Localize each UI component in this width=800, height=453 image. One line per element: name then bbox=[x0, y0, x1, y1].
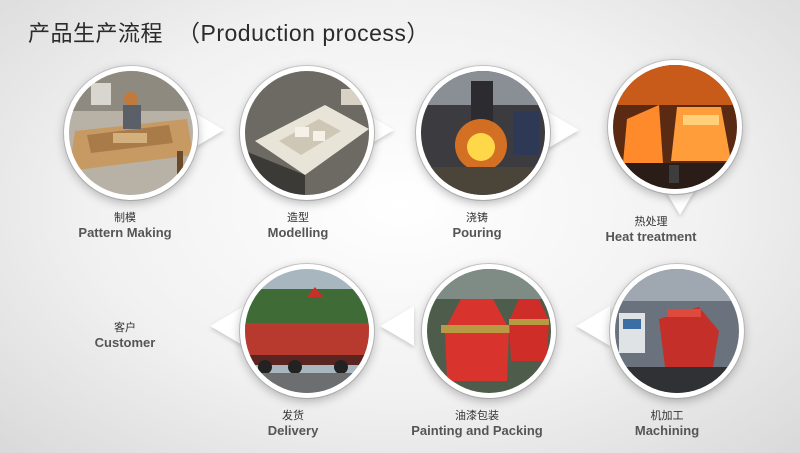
arrow-left-icon bbox=[576, 306, 610, 346]
step-pattern-making-image bbox=[64, 66, 198, 200]
step-delivery-image bbox=[240, 264, 374, 398]
machining-photo bbox=[615, 269, 739, 393]
delivery-photo bbox=[245, 269, 369, 393]
step-delivery-label: 发货 Delivery bbox=[267, 409, 319, 438]
step-heat-treatment-image bbox=[608, 60, 742, 194]
step-machining-label: 机加工 Machining bbox=[634, 409, 700, 438]
step-customer-label: 客户 Customer bbox=[94, 321, 156, 350]
pouring-photo bbox=[421, 71, 545, 195]
step-pouring-image bbox=[416, 66, 550, 200]
painting-packing-photo bbox=[427, 269, 551, 393]
title-en: （Production process） bbox=[177, 20, 430, 46]
modelling-photo bbox=[245, 71, 369, 195]
pattern-making-photo bbox=[69, 71, 193, 195]
step-painting-packing-image bbox=[422, 264, 556, 398]
arrow-right-icon bbox=[545, 110, 579, 150]
step-painting-packing-label: 油漆包装 Painting and Packing bbox=[411, 409, 543, 438]
step-heat-treatment-label: 热处理 Heat treatment bbox=[605, 215, 697, 244]
step-pattern-making-label: 制模 Pattern Making bbox=[78, 211, 172, 240]
arrow-left-icon bbox=[210, 306, 244, 346]
arrow-left-icon bbox=[380, 306, 414, 346]
step-modelling-label: 造型 Modelling bbox=[267, 211, 329, 240]
title-cn: 产品生产流程 bbox=[28, 22, 164, 47]
step-machining-image bbox=[610, 264, 744, 398]
page-title: 产品生产流程 （Production process） bbox=[28, 14, 430, 48]
step-pouring-label: 浇铸 Pouring bbox=[452, 211, 502, 240]
step-modelling-image bbox=[240, 66, 374, 200]
heat-treatment-photo bbox=[613, 65, 737, 189]
